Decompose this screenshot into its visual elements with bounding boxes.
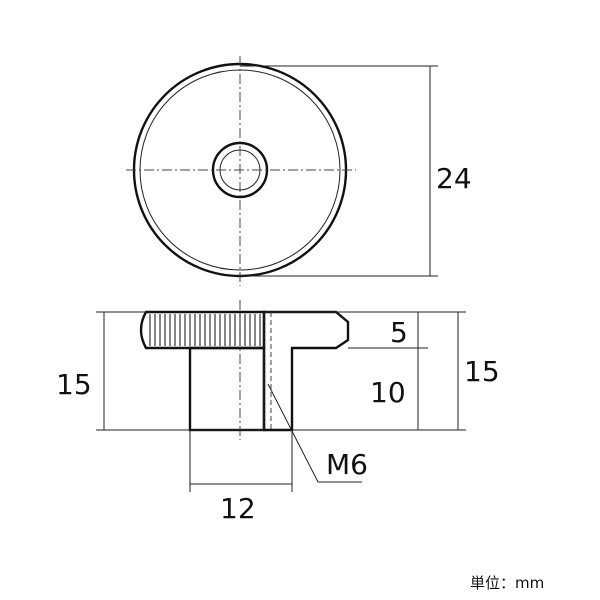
dimension-head-height: 5 <box>390 316 408 349</box>
flange-body <box>262 310 350 432</box>
dimension-total-height-right: 15 <box>464 355 500 388</box>
dimension-diameter: 24 <box>436 162 472 195</box>
unit-label: 単位：mm <box>470 574 544 592</box>
thread-callout: M6 <box>326 448 368 481</box>
thread-leader-line <box>267 383 362 483</box>
knurl-pattern <box>149 314 261 346</box>
dimension-shank-diameter: 12 <box>220 492 256 525</box>
dimension-total-height-left: 15 <box>56 368 92 401</box>
shank-body <box>188 346 266 432</box>
dimension-shank-height: 10 <box>370 376 406 409</box>
top-view: 24 <box>126 56 472 286</box>
side-view: 15 5 10 15 12 M6 <box>56 300 500 525</box>
